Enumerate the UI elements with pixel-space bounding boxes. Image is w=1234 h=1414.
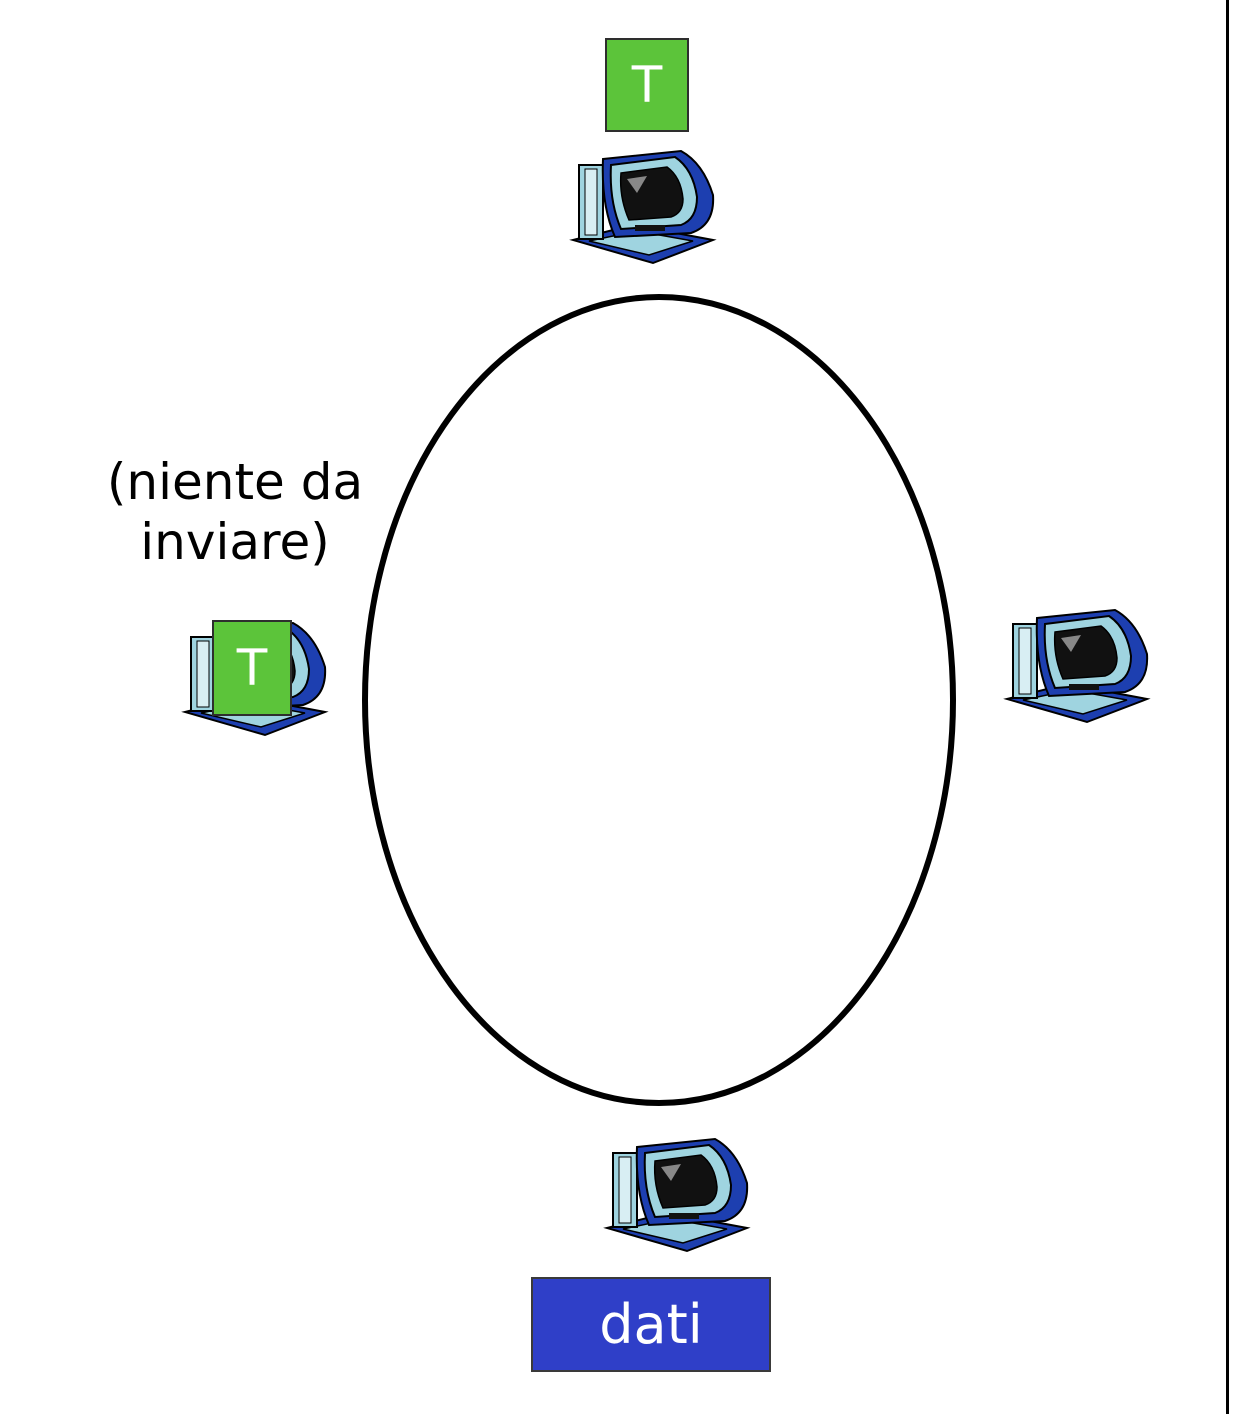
- token-top: T: [605, 38, 689, 132]
- data-frame-label: dati: [599, 1293, 703, 1356]
- page-border-line: [1226, 0, 1229, 1414]
- idle-note: (niente da inviare): [60, 452, 410, 572]
- computer-icon-bottom[interactable]: [597, 1133, 757, 1257]
- token-label: T: [631, 56, 663, 114]
- note-line-2: inviare): [140, 513, 330, 571]
- token-left: T: [212, 620, 292, 716]
- computer-icon-top[interactable]: [563, 145, 723, 269]
- token-label: T: [236, 639, 268, 697]
- data-frame: dati: [531, 1277, 771, 1372]
- note-line-1: (niente da: [106, 453, 364, 511]
- computer-icon-right[interactable]: [997, 604, 1157, 728]
